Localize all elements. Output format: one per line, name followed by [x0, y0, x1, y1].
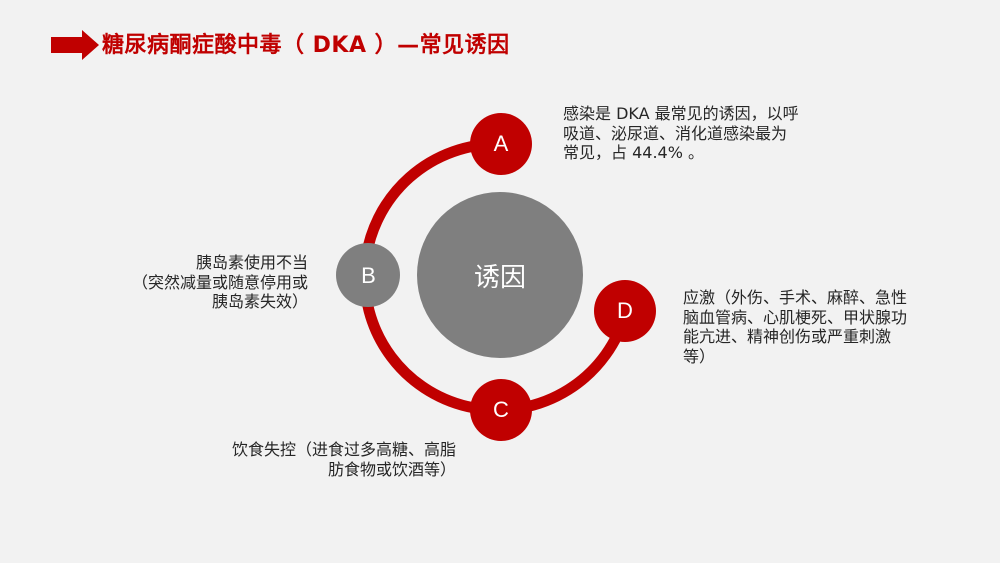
node-b-description: 胰岛素使用不当 （突然减量或随意停用或 胰岛素失效） [120, 253, 308, 312]
description-line: 肪食物或饮酒等） [327, 459, 456, 479]
node-c-circle [470, 379, 532, 441]
node-a-description: 感染是 DKA 最常见的诱因，以呼 吸道、泌尿道、消化道感染最为 常见，占 44… [563, 104, 799, 163]
node-a-circle [470, 113, 532, 175]
description-line: 吸道、泌尿道、消化道感染最为 [563, 123, 788, 143]
node-c-letter: C [493, 397, 509, 422]
description-line: 常见，占 44.4% 。 [563, 143, 705, 162]
node-d-letter: D [617, 298, 633, 323]
page-title: 糖尿病酮症酸中毒（ DKA ）—常见诱因 [102, 33, 510, 58]
connecting-arc [359, 138, 632, 416]
description-line: 胰岛素失效） [211, 292, 308, 311]
description-line: 应激（外伤、手术、麻醉、急性 [683, 288, 908, 307]
description-line: 饮食失控（进食过多高糖、高脂 [231, 440, 456, 459]
center-circle [417, 192, 583, 358]
center-label: 诱因 [473, 261, 526, 292]
description-line: （突然减量或随意停用或 [131, 272, 308, 292]
description-line: 等） [683, 346, 716, 366]
description-line: 胰岛素使用不当 [195, 253, 308, 272]
description-line: 感染是 DKA 最常见的诱因，以呼 [563, 104, 799, 123]
description-line: 脑血管病、心肌梗死、甲状腺功 [683, 307, 908, 327]
node-d-description: 应激（外伤、手术、麻醉、急性 脑血管病、心肌梗死、甲状腺功 能亢进、精神创伤或严… [683, 288, 907, 366]
node-b-circle [336, 243, 400, 307]
node-d-circle [594, 280, 656, 342]
node-a-letter: A [493, 131, 509, 156]
node-b-letter: B [361, 262, 376, 288]
description-line: 能亢进、精神创伤或严重刺激 [683, 327, 892, 346]
right-arrow-icon [51, 30, 99, 60]
node-c-description: 饮食失控（进食过多高糖、高脂 肪食物或饮酒等） [190, 440, 456, 479]
